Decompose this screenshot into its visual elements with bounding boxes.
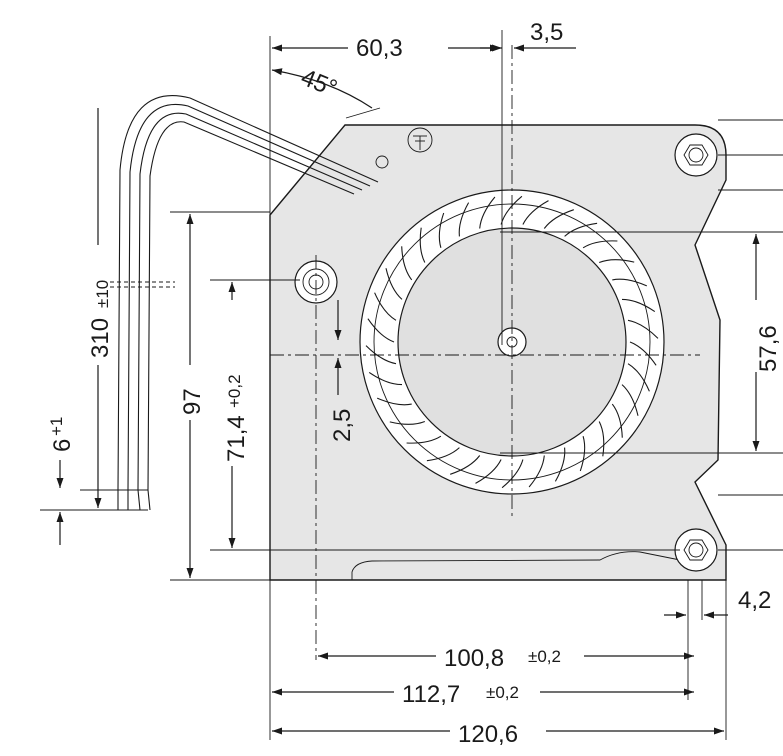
dim-strip-length-tol: +1: [47, 417, 66, 436]
dim-width-to-hub: 60,3: [356, 35, 403, 62]
impeller-blade: [450, 455, 481, 475]
dim-cable-length-tol: ±10: [93, 280, 112, 308]
impeller-blade: [475, 459, 502, 484]
dim-cable-length: 310: [87, 318, 114, 358]
impeller-blade: [564, 222, 598, 237]
impeller-blade: [426, 447, 460, 462]
dim-hole-span: 112,7: [402, 681, 460, 708]
impeller-blade: [367, 318, 395, 343]
housing-foot-contour: [351, 551, 681, 580]
impeller-blade: [528, 455, 545, 488]
mounting-hole-top-right: [674, 133, 718, 177]
cable: [110, 95, 379, 511]
mounting-hole-bottom-right: [674, 528, 718, 572]
dim-inlet-angle: 45°: [297, 64, 341, 103]
impeller-blade: [627, 363, 650, 392]
impeller-blade: [612, 278, 648, 287]
dim-hole-spacing-v-tol: +0,2: [225, 374, 244, 408]
impeller-blade: [458, 202, 470, 237]
impeller-blade: [385, 268, 403, 300]
impeller-blade: [579, 436, 586, 472]
impeller-blade: [554, 447, 566, 482]
impeller-blade: [401, 246, 413, 281]
impeller-blade: [406, 435, 442, 444]
impeller-blade: [621, 384, 639, 416]
dim-strip-length: 6: [49, 439, 76, 452]
impeller-blade: [389, 420, 426, 425]
impeller-blade: [374, 292, 397, 321]
impeller-blade: [368, 371, 403, 386]
impeller-blade: [376, 397, 412, 406]
ground-symbol-icon: [407, 127, 433, 153]
impeller-blade: [419, 227, 426, 263]
small-vent-hole: [375, 155, 389, 169]
dim-right-offset: 4,2: [738, 587, 771, 614]
impeller-blade: [598, 259, 635, 264]
impeller-blade: [621, 298, 656, 313]
impeller-blade: [629, 341, 657, 366]
impeller-blade: [365, 345, 397, 365]
impeller-blade: [501, 459, 524, 489]
dim-hole-spacing-h-tol: ±0,2: [528, 647, 561, 666]
impeller-blade: [627, 319, 659, 339]
impeller-blade: [522, 200, 549, 225]
dim-outlet-height: 57,6: [755, 325, 782, 372]
dim-hub-offset: 3,5: [530, 19, 563, 46]
dim-overall-width: 120,6: [458, 721, 518, 748]
dim-hub-vertical-offset: 2,5: [329, 409, 356, 442]
dim-hole-spacing-h: 100,8: [444, 645, 504, 672]
extension-lines: [40, 30, 783, 740]
impeller-blade: [479, 196, 496, 229]
impeller-blade: [582, 240, 618, 249]
impeller-blade: [611, 403, 623, 438]
impeller-blade: [543, 209, 574, 229]
impeller-blade: [438, 212, 445, 248]
dim-hole-span-tol: ±0,2: [486, 683, 519, 702]
impeller-blades: [365, 195, 659, 489]
dim-hole-spacing-v: 71,4: [223, 415, 250, 462]
dim-height-total: 97: [179, 388, 206, 415]
